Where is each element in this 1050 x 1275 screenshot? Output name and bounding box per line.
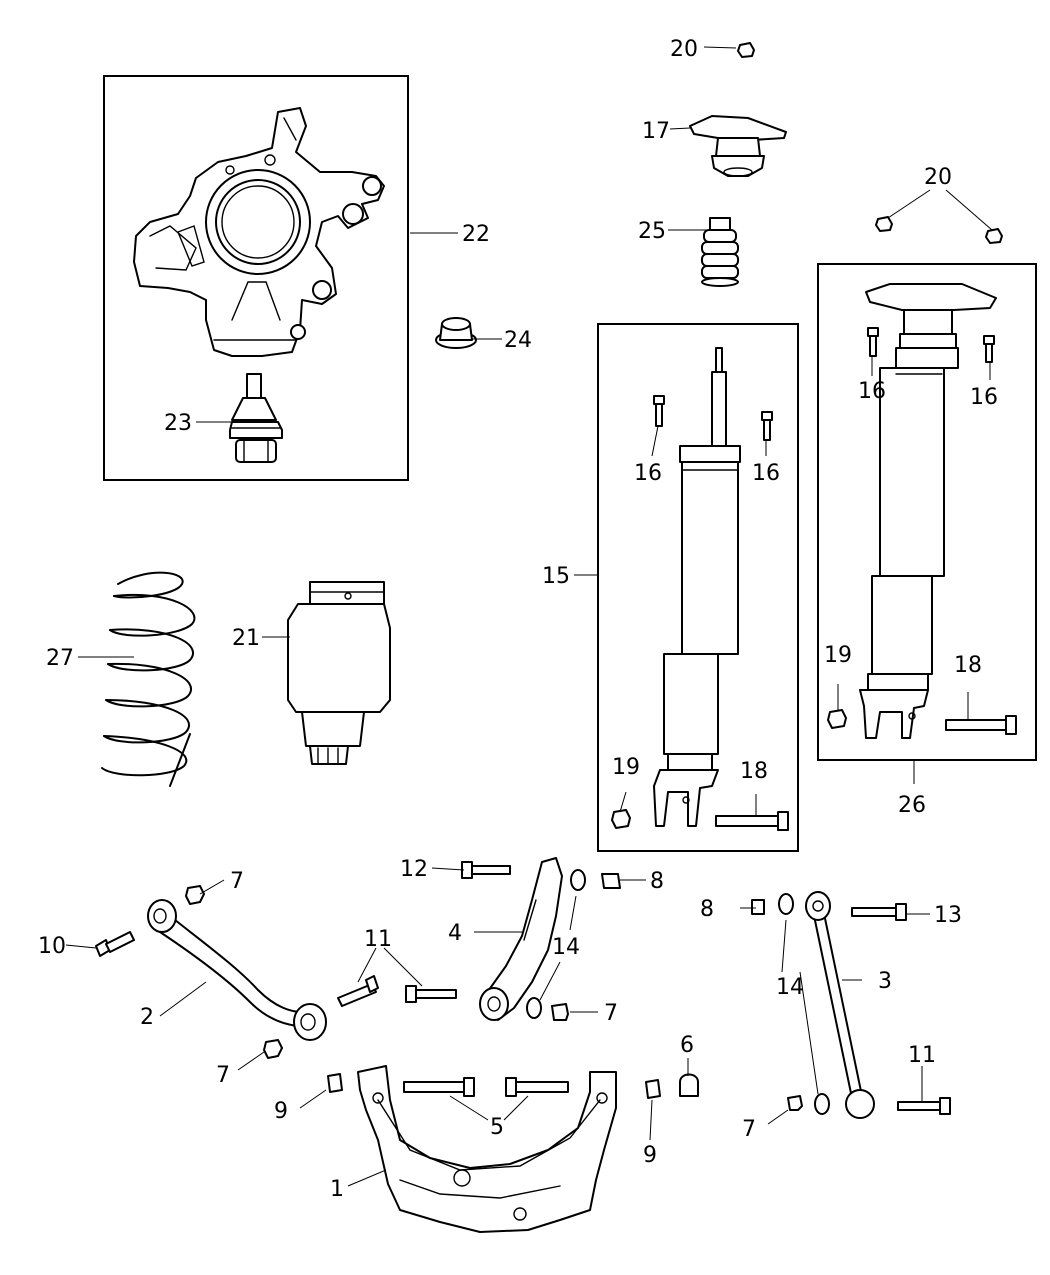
callout-16-d: 16 bbox=[970, 385, 998, 410]
callout-9-left: 9 bbox=[274, 1099, 288, 1124]
callout-18-a: 18 bbox=[740, 759, 768, 784]
nut-icon bbox=[611, 709, 847, 829]
callout-20-right: 20 bbox=[924, 165, 952, 190]
callout-4: 4 bbox=[448, 921, 462, 946]
bolt-icon bbox=[715, 715, 1017, 831]
callout-16-c: 16 bbox=[858, 379, 886, 404]
callout-27: 27 bbox=[46, 646, 74, 671]
callout-23: 23 bbox=[164, 411, 192, 436]
air-shock-icon bbox=[859, 283, 997, 739]
callout-16-a: 16 bbox=[634, 461, 662, 486]
callout-8-right: 8 bbox=[650, 869, 664, 894]
leader-lines bbox=[65, 46, 993, 1187]
callout-6: 6 bbox=[680, 1033, 694, 1058]
control-arm-icon bbox=[147, 899, 327, 1041]
callout-9-right: 9 bbox=[643, 1143, 657, 1168]
callout-22: 22 bbox=[462, 222, 490, 247]
bolt-icon bbox=[653, 327, 995, 441]
callout-17: 17 bbox=[642, 119, 670, 144]
callout-3: 3 bbox=[878, 969, 892, 994]
nut-icon bbox=[737, 42, 1003, 244]
callout-19-b: 19 bbox=[824, 643, 852, 668]
callout-21: 21 bbox=[232, 626, 260, 651]
bolt-icon bbox=[95, 861, 951, 1115]
callout-13: 13 bbox=[934, 903, 962, 928]
jounce-bumper-icon bbox=[701, 217, 739, 287]
callout-11-left: 11 bbox=[364, 927, 392, 952]
callout-1: 1 bbox=[330, 1177, 344, 1202]
ball-joint-icon bbox=[229, 373, 283, 463]
callout-5: 5 bbox=[490, 1115, 504, 1140]
callout-7-bottom: 7 bbox=[742, 1117, 756, 1142]
air-shock-group-box bbox=[817, 263, 1037, 761]
callout-14-left: 14 bbox=[552, 935, 580, 960]
callout-7-left: 7 bbox=[216, 1063, 230, 1088]
callout-26: 26 bbox=[898, 793, 926, 818]
shock-group-box bbox=[597, 323, 799, 852]
bushing-icon bbox=[526, 869, 830, 1115]
callout-19-a: 19 bbox=[612, 755, 640, 780]
air-spring-icon bbox=[287, 581, 391, 765]
callout-11-right: 11 bbox=[908, 1043, 936, 1068]
callout-15: 15 bbox=[542, 564, 570, 589]
callout-8-left: 8 bbox=[700, 897, 714, 922]
knuckle-group-box bbox=[103, 75, 409, 481]
strut-mount-icon bbox=[689, 115, 787, 177]
link-icon bbox=[479, 857, 563, 1021]
callout-2: 2 bbox=[140, 1005, 154, 1030]
callout-12: 12 bbox=[400, 857, 428, 882]
callout-18-b: 18 bbox=[954, 653, 982, 678]
cradle-icon bbox=[357, 1065, 617, 1233]
flange-nut-icon bbox=[435, 317, 477, 349]
callout-7-mid: 7 bbox=[604, 1001, 618, 1026]
callout-10: 10 bbox=[38, 934, 66, 959]
callout-labels: 20 17 20 22 25 24 16 16 23 16 16 15 21 2… bbox=[38, 37, 998, 1202]
callout-7-top: 7 bbox=[230, 869, 244, 894]
callout-25: 25 bbox=[638, 219, 666, 244]
coil-spring-icon bbox=[101, 571, 196, 787]
link-icon bbox=[805, 891, 875, 1119]
callout-14-right: 14 bbox=[776, 975, 804, 1000]
callout-24: 24 bbox=[504, 328, 532, 353]
callout-20-top: 20 bbox=[670, 37, 698, 62]
callout-16-b: 16 bbox=[752, 461, 780, 486]
shock-absorber-icon bbox=[653, 347, 741, 827]
nut-icon bbox=[185, 873, 803, 1111]
knuckle-icon bbox=[133, 107, 385, 357]
